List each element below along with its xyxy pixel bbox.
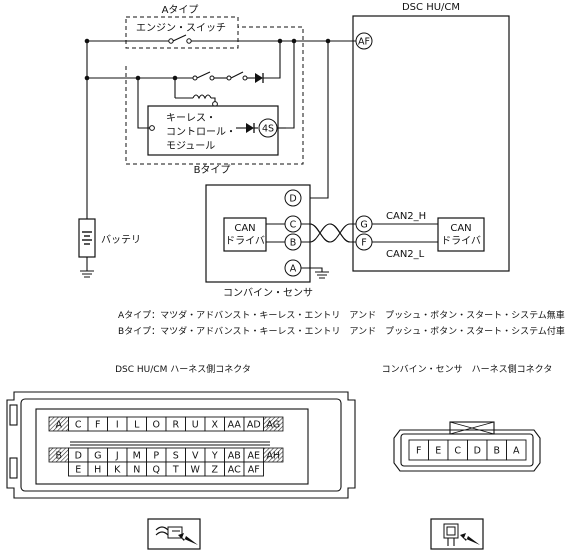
note-type-b: Bタイプ：マツダ・アドバンスト・キーレス・エントリ アンド プッシュ・ボタン・ス… (118, 325, 565, 337)
combine-sensor: コンバイン・センサ CAN ドライバ D C B A (205, 184, 329, 299)
battery-label: バッテリ (101, 234, 141, 246)
sensor-can-driver-line1: CAN (234, 223, 255, 234)
terminal-4s-label: 4S (262, 124, 274, 135)
dsc-pin-f: F (95, 420, 100, 431)
dsc-pin-l: L (134, 420, 140, 431)
type-a-section: Aタイプ エンジン・スイッチ (125, 4, 239, 49)
dsc-pin-aa: AA (228, 420, 242, 431)
dsc-title: DSC HU/CM (402, 2, 460, 13)
sensor-pin-d: D (474, 446, 481, 457)
type-a-label: Aタイプ (162, 4, 199, 16)
dsc-pin-ah: AH (266, 451, 280, 462)
dsc-pin-w: W (191, 465, 201, 476)
combine-sensor-label: コンバイン・センサ (223, 287, 313, 299)
relay-coil-icon (172, 75, 218, 107)
terminal-c-label: C (290, 220, 297, 231)
terminal-a-label: A (290, 264, 297, 275)
terminal-af-label: AF (358, 37, 370, 48)
can2-h-label: CAN2_H (386, 211, 426, 222)
dsc-connector-title: DSC HU/CM ハーネス側コネクタ (115, 363, 251, 375)
dsc-pin-z: Z (211, 465, 218, 476)
dsc-pin-s: S (173, 451, 179, 462)
sensor-connector-title: コンバイン・センサ ハーネス側コネクタ (382, 363, 553, 375)
dsc-pin-ae: AE (247, 451, 260, 462)
harness-plug-view-icon-left (147, 518, 201, 550)
dsc-pin-af: AF (248, 465, 260, 476)
dsc-pin-a: A (56, 420, 63, 431)
dsc-pin-t: T (172, 465, 179, 476)
engine-switch-label: エンジン・スイッチ (136, 22, 226, 34)
power-wires (84, 38, 356, 219)
dsc-pin-m: M (133, 451, 141, 462)
keyless-label-line3: モジュール (166, 141, 215, 152)
sensor-pin-f: F (416, 446, 421, 457)
keyless-label-line1: キーレス・ (166, 113, 216, 124)
dsc-can-driver-line2: ドライバ (441, 235, 481, 247)
type-b-section: Bタイプ キーレス・ コントロール・ モジュール 4S (125, 26, 304, 176)
sensor-can-driver-line2: ドライバ (225, 235, 265, 247)
sensor-pin-c: C (454, 446, 461, 457)
dsc-pin-q: Q (153, 465, 160, 476)
keyless-label-line2: コントロール・ (166, 127, 236, 138)
engine-switch-icon (168, 34, 192, 44)
can-twisted-pair (301, 223, 356, 243)
dsc-pin-n: N (133, 465, 140, 476)
dsc-pin-ab: AB (228, 451, 241, 462)
dsc-can-driver-line1: CAN (450, 223, 471, 234)
dsc-pin-c: C (75, 420, 82, 431)
terminal-d-label: D (289, 194, 296, 205)
terminal-g-label: G (360, 220, 367, 231)
dsc-pin-j: J (115, 451, 119, 462)
dsc-pin-ag-cell (263, 416, 284, 432)
terminal-f-label: F (361, 238, 366, 249)
dsc-pin-d: D (75, 451, 82, 462)
terminal-af (355, 32, 373, 50)
note-type-a: Aタイプ：マツダ・アドバンスト・キーレス・エントリ アンド プッシュ・ボタン・ス… (118, 309, 565, 321)
dsc-pin-r: R (172, 420, 179, 431)
dsc-pin-ad: AD (247, 420, 261, 431)
dsc-pin-y: Y (211, 451, 218, 462)
dsc-pin-o: O (153, 420, 160, 431)
sensor-pin-e: E (435, 446, 441, 457)
sensor-pin-a: A (513, 446, 520, 457)
terminal-b-label: B (290, 238, 297, 249)
dsc-pin-ac: AC (228, 465, 241, 476)
sensor-pin-a-cell (506, 439, 527, 461)
sensor-pin-b: B (493, 446, 500, 457)
dsc-pin-h: H (94, 465, 101, 476)
can2-l-label: CAN2_L (386, 249, 425, 260)
dsc-pin-g: G (94, 451, 101, 462)
dsc-pin-x: X (211, 420, 218, 431)
harness-plug-view-icon-right (430, 518, 484, 550)
dsc-pin-af-cell (243, 461, 264, 477)
dsc-pin-u: U (192, 420, 199, 431)
dsc-pin-p: P (153, 451, 159, 462)
dsc-hu-cm-unit: DSC HU/CM (352, 2, 510, 272)
terminal-d (284, 189, 302, 207)
dsc-pin-v: V (192, 451, 199, 462)
dsc-pin-e: E (75, 465, 81, 476)
dsc-pin-i: I (116, 420, 119, 431)
dsc-pin-ah-cell (263, 447, 284, 463)
battery: バッテリ (78, 218, 141, 278)
dsc-pin-ag: AG (266, 420, 280, 431)
dsc-can-section: G F CAN2_H CAN2_L CAN ドライバ (355, 211, 485, 260)
dsc-pin-k: K (114, 465, 121, 476)
dsc-pin-b: B (55, 451, 62, 462)
type-b-label: Bタイプ (194, 164, 231, 176)
